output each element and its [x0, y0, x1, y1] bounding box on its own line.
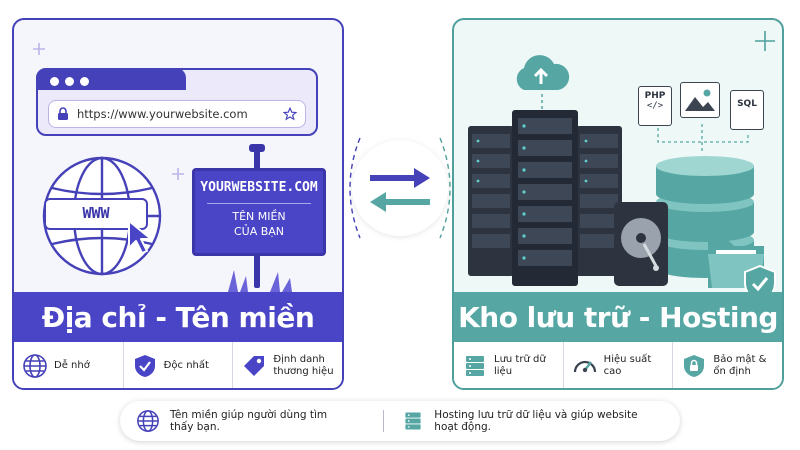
feature-label-line-2: thương hiệu — [273, 366, 334, 377]
feature-unique: Độc nhất — [122, 342, 233, 388]
feature-performance: Hiệu suất cao — [562, 342, 673, 388]
lock-shield-icon — [684, 355, 705, 377]
image-icon — [685, 89, 715, 111]
domain-title: Địa chỉ - Tên miền — [14, 292, 342, 342]
shield-check-icon — [134, 355, 155, 377]
feature-storage: Lưu trữ dữ liệu — [454, 342, 563, 388]
globe-icon — [23, 354, 47, 378]
url-text: https://www.yourwebsite.com — [77, 107, 248, 121]
grass-icon — [228, 270, 292, 292]
window-dot — [80, 77, 89, 86]
code-icon: </> — [646, 101, 664, 111]
feature-label-line-1: Bảo mật & — [713, 353, 767, 365]
connection-arcs — [349, 137, 451, 239]
speedometer-icon — [573, 360, 596, 373]
feature-security: Bảo mật & ổn định — [672, 342, 782, 388]
feature-label: Lưu trữ dữ liệu — [494, 353, 546, 378]
domain-features: Dễ nhớ Độc nhất Định danh thương hiệu — [14, 342, 342, 388]
sparkle-icon — [172, 168, 184, 180]
globe-icon — [137, 410, 159, 432]
sparkle-icon — [755, 31, 775, 51]
address-bar[interactable]: https://www.yourwebsite.com — [48, 100, 306, 128]
feature-label-line-2: ổn định — [713, 366, 751, 377]
window-dot — [50, 77, 59, 86]
sparkle-icon — [33, 43, 45, 55]
image-file-icon — [680, 82, 720, 118]
sign-domain: YOURWEBSITE.COM — [200, 180, 318, 195]
feature-label: Bảo mật & ổn định — [713, 354, 766, 379]
sign-line-1: TÊN MIỀN — [232, 210, 286, 223]
sql-file-icon: SQL — [730, 90, 764, 130]
sign-post-cap — [249, 144, 265, 152]
php-file-icon: PHP </> — [638, 86, 672, 126]
feature-brand: Định danh thương hiệu — [232, 342, 342, 388]
tag-icon — [244, 356, 265, 376]
feature-memorable: Dễ nhớ — [14, 342, 123, 388]
swap-arrows-icon — [370, 168, 430, 212]
cloud-upload-icon — [516, 55, 570, 90]
star-icon[interactable] — [283, 107, 297, 121]
note-divider — [383, 410, 385, 432]
browser-window: https://www.yourwebsite.com — [36, 68, 318, 136]
summary-note: Tên miền giúp người dùng tìm thấy bạn. H… — [120, 401, 680, 441]
domain-sign: YOURWEBSITE.COM TÊN MIỀN CỦA BẠN — [192, 168, 326, 256]
lock-icon — [58, 107, 68, 120]
hosting-features: Lưu trữ dữ liệu Hiệu suất cao Bảo mật & … — [454, 342, 782, 388]
hard-drive-icon — [614, 202, 668, 286]
window-dot — [65, 77, 74, 86]
feature-label: Hiệu suất cao — [603, 353, 652, 378]
feature-label: Định danh thương hiệu — [273, 354, 333, 379]
server-racks — [468, 110, 622, 286]
swap-circle — [352, 140, 448, 236]
feature-label: Độc nhất — [163, 359, 209, 371]
server-icon — [466, 356, 484, 376]
feature-label: Dễ nhớ — [54, 359, 90, 371]
hosting-note: Hosting lưu trữ dữ liệu và giúp website … — [434, 409, 638, 433]
hosting-panel: PHP </> SQL — [452, 18, 784, 390]
sign-line-2: CỦA BẠN — [233, 224, 285, 238]
domain-panel: https://www.yourwebsite.com WWW YOURWEBS… — [12, 18, 344, 390]
sql-badge: SQL — [737, 99, 757, 109]
database-icon — [656, 156, 754, 278]
file-links — [657, 124, 749, 154]
hosting-title: Kho lưu trữ - Hosting — [454, 292, 782, 342]
cursor-icon — [128, 220, 152, 254]
browser-tab — [36, 68, 186, 90]
feature-label-line-1: Định danh — [273, 353, 325, 365]
www-label: WWW — [44, 198, 148, 230]
sign-divider — [207, 203, 311, 204]
domain-note: Tên miền giúp người dùng tìm thấy bạn. — [170, 409, 328, 433]
server-icon — [405, 412, 421, 430]
php-badge: PHP — [644, 91, 666, 101]
